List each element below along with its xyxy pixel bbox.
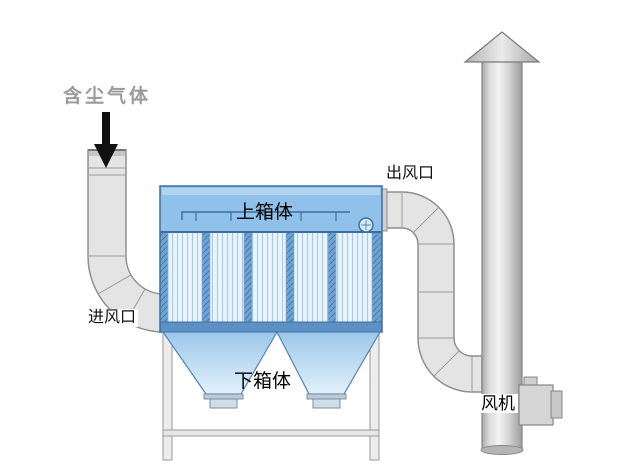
hopper-right [276, 331, 382, 395]
filter-bag-cells [167, 231, 373, 323]
hoppers [161, 331, 382, 409]
exhaust-stack [463, 31, 541, 455]
housing-bottom-frame [159, 321, 383, 333]
outlet-duct [379, 188, 483, 393]
support-leg-left [162, 331, 173, 461]
label-air-outlet: 出风口 [386, 165, 435, 182]
inlet-duct [87, 149, 165, 333]
stack-body [481, 59, 523, 451]
label-upper-box: 上箱体 [236, 202, 294, 223]
hopper-outlet-left [203, 393, 244, 409]
hopper-outlet-right [306, 393, 347, 409]
pulse-valve-icon [358, 217, 374, 233]
down-arrow-icon [94, 112, 118, 168]
blowpipe-nozzles [195, 212, 337, 221]
label-dusty-gas: 含尘气体 [63, 86, 152, 107]
filter-housing [159, 185, 383, 333]
label-lower-box: 下箱体 [234, 371, 292, 392]
blowpipe [181, 211, 350, 220]
cross-brace [162, 429, 380, 437]
outlet-duct-joint-lines [401, 192, 473, 392]
label-fan: 风机 [478, 394, 518, 413]
fan-unit [518, 376, 563, 426]
stack-base [480, 445, 524, 455]
support-leg-right [369, 331, 380, 461]
stack-rain-cap [463, 31, 541, 63]
housing-top-highlight [162, 188, 380, 195]
label-air-inlet: 进风口 [86, 309, 139, 327]
